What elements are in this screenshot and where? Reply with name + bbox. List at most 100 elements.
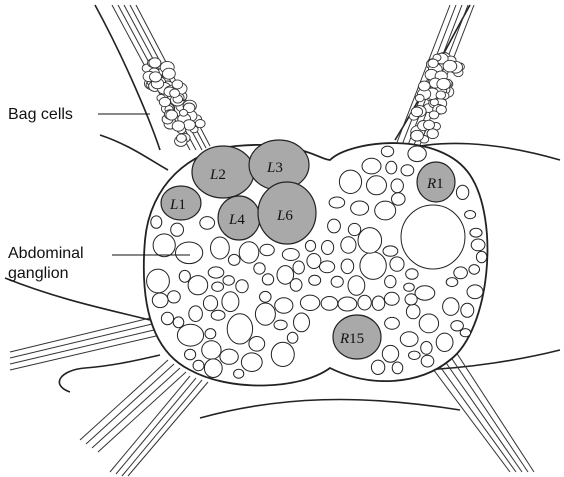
neuron-soma bbox=[205, 329, 216, 339]
neuron-soma bbox=[234, 369, 244, 378]
neuron-soma bbox=[392, 362, 403, 374]
bag-cells-label: Bag cells bbox=[8, 106, 73, 123]
bag-cell bbox=[437, 78, 450, 89]
neuron-soma bbox=[469, 265, 480, 275]
bag-cell bbox=[443, 60, 457, 72]
neuron-soma bbox=[152, 293, 168, 308]
nerve-lower-left-2 bbox=[80, 360, 186, 452]
neuron-soma bbox=[367, 176, 387, 195]
neuron-soma bbox=[419, 314, 438, 333]
neuron-soma bbox=[200, 217, 215, 230]
neuron-soma bbox=[392, 193, 406, 205]
nerve-lower-right bbox=[430, 349, 534, 472]
bag-cell bbox=[429, 111, 439, 119]
bag-cell bbox=[436, 91, 446, 99]
neuron-soma bbox=[189, 306, 203, 322]
neuron-soma bbox=[372, 296, 385, 310]
neuron-soma bbox=[241, 353, 262, 372]
neuron-soma bbox=[467, 285, 483, 299]
neuron-soma bbox=[212, 282, 224, 291]
neuron-soma bbox=[290, 279, 302, 292]
neuron-soma bbox=[249, 337, 265, 352]
neuron-soma bbox=[185, 349, 196, 360]
neuron-soma bbox=[446, 278, 458, 287]
neuron-soma bbox=[320, 261, 335, 273]
neuron-l2-label: L2 bbox=[209, 167, 226, 183]
bag-cell bbox=[195, 120, 205, 128]
neuron-soma bbox=[203, 296, 217, 311]
neuron-soma bbox=[443, 298, 459, 316]
neuron-soma bbox=[406, 269, 418, 280]
neuron-soma bbox=[358, 228, 382, 254]
neuron-soma bbox=[227, 314, 252, 344]
neuron-soma bbox=[293, 261, 304, 274]
neuron-soma bbox=[456, 185, 468, 199]
neuron-soma bbox=[460, 329, 470, 337]
neuron-soma bbox=[409, 351, 421, 359]
neuron-soma bbox=[151, 216, 162, 228]
neuron-soma bbox=[220, 349, 238, 364]
bag-cell-cluster-right bbox=[409, 53, 464, 144]
neuron-soma bbox=[282, 249, 299, 261]
neuron-soma bbox=[454, 267, 468, 279]
neuron-soma bbox=[211, 310, 225, 320]
neuron-soma bbox=[338, 297, 357, 311]
neuron-soma bbox=[202, 341, 221, 360]
neuron-soma bbox=[307, 254, 321, 269]
neuron-soma bbox=[384, 292, 399, 305]
neuron-soma bbox=[339, 170, 361, 193]
neuron-soma bbox=[271, 342, 294, 366]
neuron-soma bbox=[262, 274, 273, 285]
neuron-soma bbox=[275, 298, 293, 313]
nerve-lower-left-3 bbox=[110, 376, 208, 476]
neuron-soma bbox=[362, 158, 381, 174]
bag-cell bbox=[180, 109, 188, 116]
neuron-r1-label: R1 bbox=[426, 176, 444, 192]
neuron-soma bbox=[385, 276, 396, 288]
neuron-l1-label: L1 bbox=[169, 197, 186, 213]
neuron-l6-label: L6 bbox=[276, 208, 293, 224]
neuron-soma bbox=[211, 237, 230, 259]
neuron-soma bbox=[177, 324, 203, 346]
neuron-soma bbox=[161, 312, 173, 324]
neuron-soma bbox=[260, 244, 274, 255]
bag-cell bbox=[411, 107, 422, 117]
bag-cell bbox=[150, 72, 162, 82]
bag-cell bbox=[427, 129, 438, 139]
neuron-soma bbox=[309, 275, 321, 285]
bag-cell-cluster-left bbox=[142, 58, 205, 147]
neuron-l3-label: L3 bbox=[266, 160, 283, 176]
bag-cell bbox=[172, 121, 184, 131]
neuron-soma bbox=[383, 246, 398, 256]
neuron-soma bbox=[406, 304, 420, 318]
neuron-soma bbox=[465, 211, 476, 219]
neuron-soma bbox=[391, 179, 403, 193]
neuron-soma bbox=[188, 276, 208, 295]
neuron-soma bbox=[358, 295, 371, 310]
neuron-soma bbox=[476, 251, 486, 263]
neuron-soma bbox=[471, 239, 485, 251]
neuron-soma bbox=[153, 234, 175, 257]
neuron-soma bbox=[176, 242, 203, 264]
bag-cell bbox=[411, 130, 424, 141]
neuron-soma bbox=[360, 252, 386, 279]
neuron-soma bbox=[255, 303, 275, 325]
neuron-soma bbox=[348, 223, 360, 235]
neuron-soma bbox=[260, 291, 272, 302]
bag-cell bbox=[177, 134, 187, 142]
neuron-soma bbox=[329, 197, 345, 208]
neuron-soma bbox=[322, 241, 334, 255]
neuron-soma bbox=[193, 360, 204, 370]
neuron-soma bbox=[274, 320, 287, 330]
neuron-soma bbox=[371, 360, 384, 374]
bag-cell bbox=[419, 81, 431, 91]
bag-cell bbox=[424, 120, 435, 129]
neuron-soma bbox=[254, 263, 265, 274]
neuron-soma bbox=[400, 332, 418, 347]
neuron-soma bbox=[401, 165, 414, 176]
neuron-soma bbox=[300, 295, 319, 310]
neuron-soma bbox=[381, 146, 393, 157]
neuron-soma bbox=[236, 280, 248, 293]
neuron-soma bbox=[208, 267, 224, 278]
neuron-soma bbox=[421, 355, 434, 367]
